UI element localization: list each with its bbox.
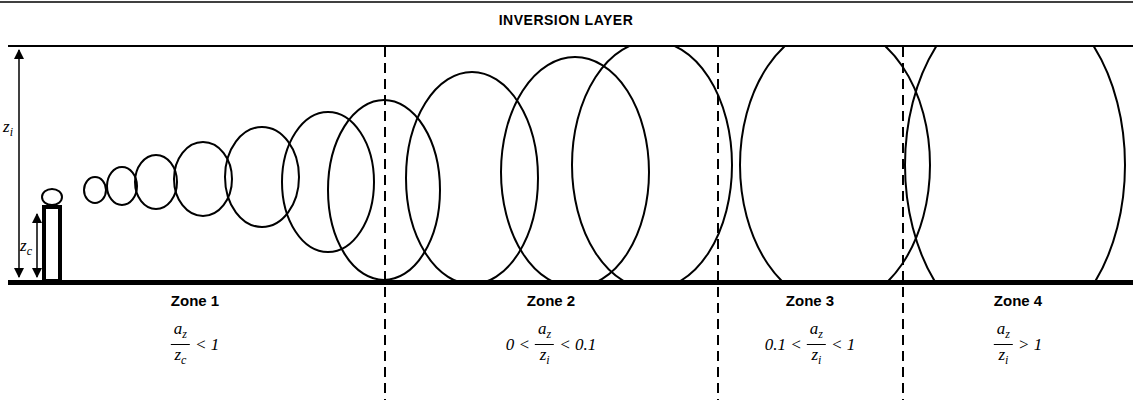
- symbol-base: z: [20, 236, 27, 255]
- criterion-bound: 0.1 <: [765, 336, 802, 354]
- top-border: [0, 1, 1133, 3]
- zone-label-box: Zone 4: [994, 292, 1042, 309]
- symbol-base: z: [3, 117, 10, 136]
- ratio-numerator: az: [807, 320, 826, 345]
- symbol-base: z: [811, 345, 818, 364]
- zone-dividers: [385, 47, 903, 400]
- zone-criterion: azzi> 1: [994, 320, 1042, 369]
- symbol-base: z: [540, 345, 547, 364]
- symbol-subscript: z: [818, 327, 823, 341]
- layer-title-box: INVERSION LAYER: [499, 12, 634, 28]
- zone-label: Zone 3: [786, 292, 834, 309]
- ratio-denominator: zi: [995, 345, 1011, 369]
- plume-cap: [42, 189, 62, 205]
- zone-criterion: 0.1 <azzi< 1: [765, 320, 855, 369]
- ratio-fraction: azzi: [807, 320, 826, 369]
- symbol-subscript: i: [818, 353, 821, 367]
- symbol-subscript: z: [547, 327, 552, 341]
- ratio-fraction: azzc: [171, 320, 190, 369]
- symbol-base: a: [174, 319, 183, 338]
- symbol-subscript: z: [182, 327, 187, 341]
- ratio-denominator: zi: [808, 345, 824, 369]
- zone-label-box: Zone 3: [786, 292, 834, 309]
- symbol-subscript: i: [10, 125, 13, 139]
- zone-label: Zone 1: [171, 292, 219, 309]
- symbol-subscript: c: [27, 244, 32, 258]
- symbol-subscript: i: [546, 353, 549, 367]
- symbol-base: z: [998, 345, 1005, 364]
- symbol-subscript: c: [181, 353, 186, 367]
- stack-height-arrow: [36, 214, 38, 277]
- inversion-line: [8, 45, 1133, 47]
- stack-height-symbol: zc: [20, 237, 32, 260]
- symbol-base: z: [174, 345, 181, 364]
- layer-title: INVERSION LAYER: [499, 12, 634, 28]
- criterion-bound: 0 <: [506, 336, 530, 354]
- symbol-subscript: z: [1005, 327, 1010, 341]
- criterion-bound: > 1: [1018, 336, 1042, 354]
- zone-label: Zone 4: [994, 292, 1042, 309]
- ratio-fraction: azzi: [535, 320, 554, 369]
- ratio-denominator: zi: [537, 345, 553, 369]
- mixing-height-symbol: zi: [3, 118, 13, 141]
- ratio-fraction: azzi: [994, 320, 1013, 369]
- ground-line: [8, 280, 1133, 285]
- criterion-bound: < 0.1: [559, 336, 596, 354]
- plume-ellipses: [84, 47, 1125, 281]
- stack: [44, 207, 60, 281]
- symbol-subscript: i: [1005, 353, 1008, 367]
- ratio-numerator: az: [535, 320, 554, 345]
- ratio-numerator: az: [994, 320, 1013, 345]
- symbol-base: a: [810, 319, 819, 338]
- symbol-base: a: [997, 319, 1006, 338]
- ratio-denominator: zc: [171, 345, 189, 369]
- criterion-bound: < 1: [831, 336, 855, 354]
- zone-criterion: 0 <azzi< 0.1: [506, 320, 596, 369]
- criterion-bound: < 1: [195, 336, 219, 354]
- zone-criterion: azzc< 1: [171, 320, 219, 369]
- symbol-base: a: [538, 319, 547, 338]
- zone-label-box: Zone 2: [527, 292, 575, 309]
- zone-label-box: Zone 1: [171, 292, 219, 309]
- zone-label: Zone 2: [527, 292, 575, 309]
- ratio-numerator: az: [171, 320, 190, 345]
